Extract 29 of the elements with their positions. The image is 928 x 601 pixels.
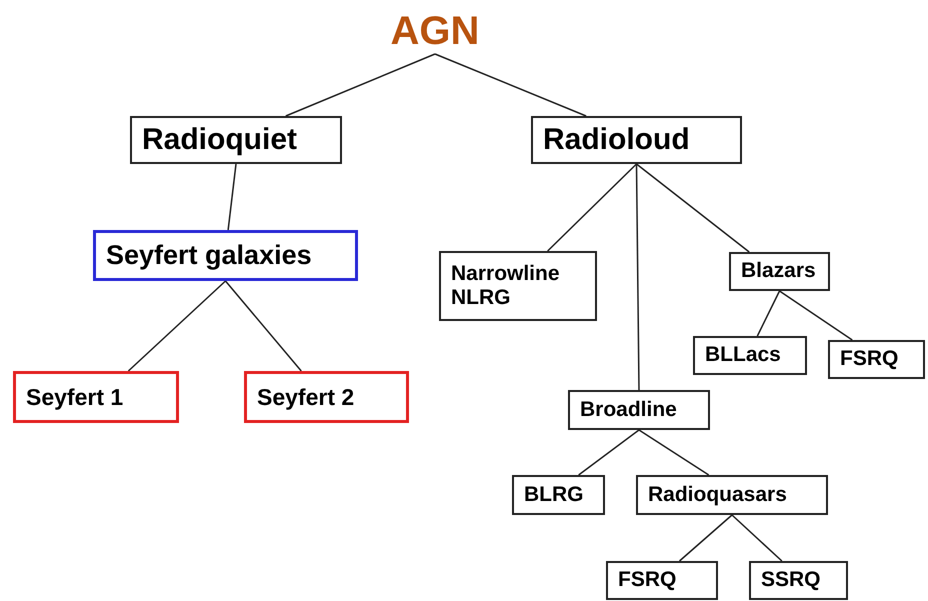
connector-line — [128, 280, 226, 372]
connector-line — [679, 514, 732, 562]
category-box: FSRQ — [606, 561, 718, 600]
category-box: Seyfert 1 — [13, 371, 179, 423]
connector-line — [224, 280, 302, 372]
connector-line — [434, 53, 586, 117]
category-box: BLRG — [512, 475, 605, 515]
category-box: Narrowline NLRG — [439, 251, 597, 321]
connector-line — [732, 514, 782, 562]
connector-line — [636, 163, 750, 253]
category-box: Blazars — [729, 252, 830, 291]
category-box: FSRQ — [828, 340, 925, 379]
connector-line — [285, 53, 436, 117]
connector-line — [547, 163, 638, 252]
connector-line — [578, 429, 640, 476]
category-box: BLLacs — [693, 336, 807, 375]
category-box: Radioloud — [531, 116, 742, 164]
agn-heading: AGN — [380, 8, 490, 54]
connector-line — [638, 429, 710, 476]
connector-line — [756, 290, 780, 336]
category-box: SSRQ — [749, 561, 848, 600]
category-box: Seyfert 2 — [244, 371, 409, 423]
category-box: Radioquasars — [636, 475, 828, 515]
connector-line — [636, 164, 640, 390]
category-box: Radioquiet — [130, 116, 342, 164]
category-box: Broadline — [568, 390, 710, 430]
category-box: Seyfert galaxies — [93, 230, 358, 281]
connector-line — [227, 164, 237, 230]
connector-line — [779, 290, 853, 341]
